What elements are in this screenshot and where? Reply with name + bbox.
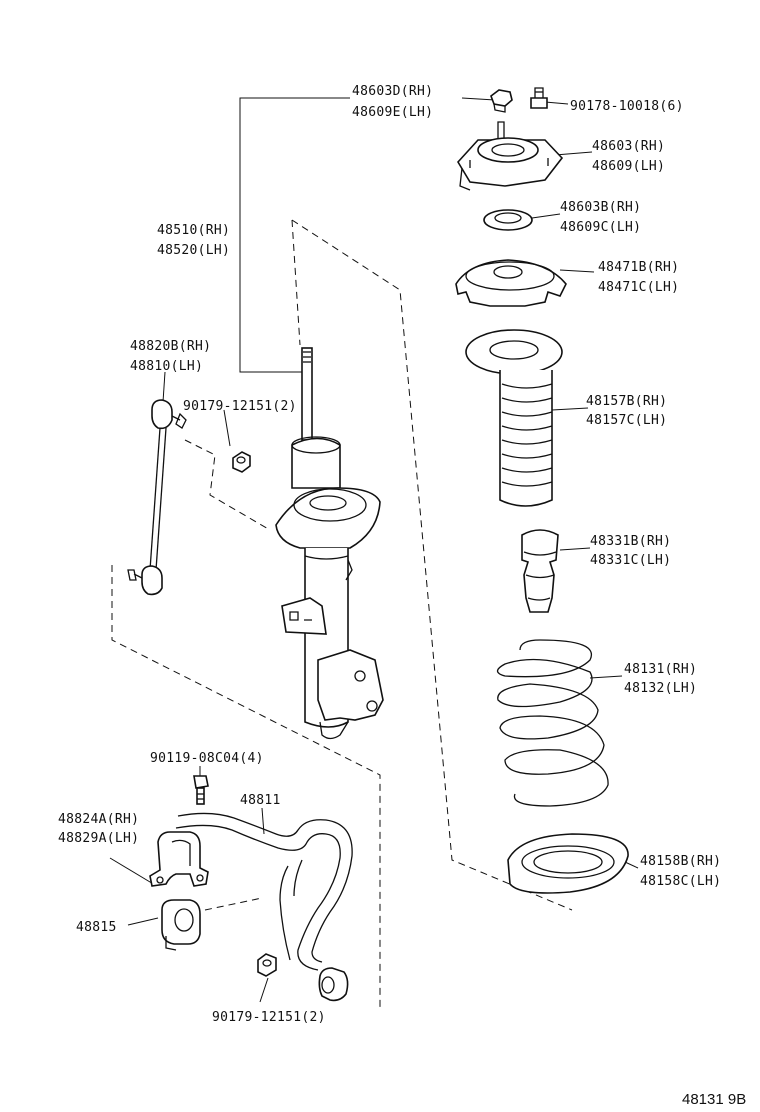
bearing-rh-label: 48603B(RH) bbox=[560, 200, 641, 215]
stabilizer-bar-label: 48811 bbox=[240, 793, 281, 808]
bracket-lh-label: 48829A(LH) bbox=[58, 831, 139, 846]
top-bolt-part bbox=[530, 87, 548, 109]
bracket-bolt-label: 90119-08C04(4) bbox=[150, 751, 264, 766]
stabilizer-link-part bbox=[127, 399, 187, 596]
callout-labels: 48603D(RH) 48609E(LH) 90178-10018(6) 486… bbox=[58, 84, 721, 1025]
spring-rh-label: 48131(RH) bbox=[624, 662, 697, 677]
dust-boot-part bbox=[465, 329, 563, 507]
coil-spring-part bbox=[496, 639, 609, 807]
top-bolt-label: 90178-10018(6) bbox=[570, 99, 684, 114]
bushing-label: 48815 bbox=[76, 920, 117, 935]
lower-insulator-rh-label: 48158B(RH) bbox=[640, 854, 721, 869]
boot-rh-label: 48157B(RH) bbox=[586, 394, 667, 409]
bracket-rh-label: 48824A(RH) bbox=[58, 812, 139, 827]
link-lh-label: 48810(LH) bbox=[130, 359, 203, 374]
upper-seat-rh-label: 48471B(RH) bbox=[598, 260, 679, 275]
support-lh-label: 48609(LH) bbox=[592, 159, 665, 174]
bar-nut-part bbox=[257, 953, 277, 977]
link-nut-label: 90179-12151(2) bbox=[183, 399, 297, 414]
top-nut-rh-label: 48603D(RH) bbox=[352, 84, 433, 99]
stabilizer-bracket-part bbox=[149, 831, 209, 887]
leader-lines bbox=[109, 97, 639, 1003]
support-rh-label: 48603(RH) bbox=[592, 139, 665, 154]
bumper-rh-label: 48331B(RH) bbox=[590, 534, 671, 549]
boot-lh-label: 48157C(LH) bbox=[586, 413, 667, 428]
bump-stopper-part bbox=[521, 529, 559, 613]
figure-id: 48131 9B bbox=[682, 1091, 746, 1108]
strut-rh-label: 48510(RH) bbox=[157, 223, 230, 238]
bearing-part bbox=[483, 209, 533, 231]
spring-lh-label: 48132(LH) bbox=[624, 681, 697, 696]
bracket-bolt-part bbox=[193, 775, 209, 805]
top-nut-lh-label: 48609E(LH) bbox=[352, 105, 433, 120]
stabilizer-bar-part bbox=[175, 812, 353, 1002]
top-nut-part bbox=[490, 89, 513, 113]
strut-lh-label: 48520(LH) bbox=[157, 243, 230, 258]
bearing-lh-label: 48609C(LH) bbox=[560, 220, 641, 235]
strut-assembly-part bbox=[275, 347, 384, 740]
link-nut-part bbox=[232, 451, 251, 473]
bar-nut-label: 90179-12151(2) bbox=[212, 1010, 326, 1025]
lower-insulator-part bbox=[507, 833, 629, 894]
bumper-lh-label: 48331C(LH) bbox=[590, 553, 671, 568]
upper-seat-lh-label: 48471C(LH) bbox=[598, 280, 679, 295]
upper-spring-seat-part bbox=[455, 259, 567, 307]
link-rh-label: 48820B(RH) bbox=[130, 339, 211, 354]
assembly-guide-lines bbox=[111, 219, 573, 1010]
stabilizer-bushing-part bbox=[161, 899, 201, 951]
strut-support-part bbox=[457, 121, 564, 191]
lower-insulator-lh-label: 48158C(LH) bbox=[640, 874, 721, 889]
